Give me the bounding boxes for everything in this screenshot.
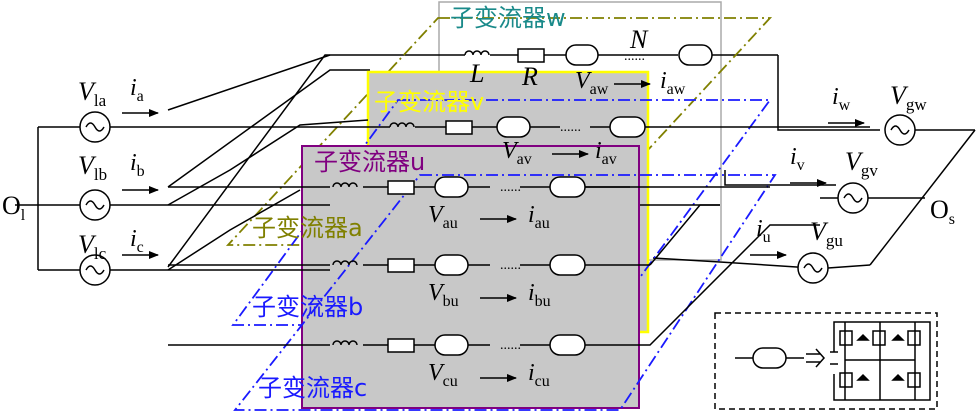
inductor-icon bbox=[332, 182, 358, 188]
converter-u-voltage: Vau bbox=[428, 202, 458, 232]
legend-box bbox=[714, 312, 938, 410]
inductor-icons bbox=[332, 50, 490, 346]
converter-a-title: 子变流器a bbox=[252, 214, 363, 242]
submodule-icon bbox=[549, 176, 586, 198]
resistor-icons bbox=[387, 48, 545, 353]
submodule-icon bbox=[434, 334, 469, 356]
submodule-icons bbox=[434, 44, 713, 356]
converter-u-frame bbox=[301, 145, 640, 409]
converter-w-voltage: Vaw bbox=[575, 68, 609, 98]
wiring-main bbox=[15, 119, 976, 346]
current-w-label: iw bbox=[832, 84, 851, 114]
submodule-icon bbox=[549, 254, 586, 276]
ac-tilde-icons bbox=[85, 122, 910, 275]
current-b-label: ib bbox=[130, 150, 145, 180]
resistor-icon bbox=[387, 180, 415, 195]
inductor-icon bbox=[332, 340, 358, 346]
submodule-icon bbox=[565, 44, 599, 66]
converter-c-plane bbox=[233, 174, 777, 411]
inductor-label: L bbox=[469, 59, 484, 88]
current-v-label: iv bbox=[790, 144, 805, 174]
converter-c-voltage: Vcu bbox=[428, 360, 458, 390]
current-arrows bbox=[122, 80, 865, 382]
converter-w-title: 子变流器w bbox=[450, 4, 566, 32]
full-bridge-icon bbox=[830, 321, 931, 401]
resistor-icon bbox=[517, 48, 545, 63]
converter-v-voltage: Vav bbox=[502, 138, 532, 168]
converter-b-voltage: Vbu bbox=[428, 280, 459, 310]
svg-text:......: ...... bbox=[500, 180, 521, 195]
submodule-icon bbox=[434, 254, 469, 276]
inductor-icon bbox=[332, 260, 358, 266]
source-lb-label: Vlb bbox=[78, 151, 107, 184]
svg-text:......: ...... bbox=[624, 49, 645, 64]
svg-text:......: ...... bbox=[500, 338, 521, 353]
submodule-icon bbox=[752, 347, 787, 369]
resistor-icon bbox=[387, 258, 415, 273]
resistor-icon bbox=[445, 120, 473, 135]
current-c-label: ic bbox=[130, 226, 144, 256]
source-gw-label: Vgw bbox=[890, 81, 927, 114]
converter-c-title: 子变流器c bbox=[258, 374, 367, 402]
svg-text:......: ...... bbox=[500, 258, 521, 273]
converter-u-title: 子变流器u bbox=[314, 148, 425, 176]
converter-u-current: iau bbox=[528, 202, 550, 232]
converter-v-title: 子变流器v bbox=[374, 88, 484, 116]
source-gv-label: Vgv bbox=[845, 147, 878, 180]
converter-b-plane bbox=[231, 99, 772, 326]
inductor-icon bbox=[389, 122, 415, 128]
resistor-label: R bbox=[521, 62, 538, 91]
submodule-icon bbox=[549, 334, 586, 356]
submodule-icon bbox=[678, 44, 713, 66]
resistor-icon bbox=[387, 338, 415, 353]
current-u-label: iu bbox=[756, 216, 771, 246]
submodule-icon bbox=[609, 116, 646, 138]
source-la-label: Vla bbox=[78, 77, 107, 110]
legend-symbol bbox=[735, 321, 931, 401]
source-gu-label: Vgu bbox=[810, 217, 843, 250]
inductor-icon bbox=[464, 50, 490, 56]
implies-arrow-icon bbox=[806, 348, 826, 368]
svg-text:......: ...... bbox=[560, 120, 581, 135]
node-left: Ol bbox=[2, 191, 26, 224]
converter-v-current: iav bbox=[595, 138, 617, 168]
converter-b-current: ibu bbox=[528, 280, 551, 310]
submodule-icon bbox=[496, 116, 531, 138]
count-label: N bbox=[629, 25, 649, 54]
current-a-label: ia bbox=[130, 75, 144, 105]
dots-labels: ...... ...... ...... ...... ...... bbox=[500, 49, 645, 353]
submodule-icon bbox=[434, 176, 469, 198]
wiring-back bbox=[167, 54, 880, 269]
converter-w-current: iaw bbox=[660, 68, 686, 98]
node-right: Os bbox=[930, 195, 955, 228]
converter-c-current: icu bbox=[528, 360, 550, 390]
source-lc-label: Vlc bbox=[78, 230, 107, 263]
converter-b-title: 子变流器b bbox=[252, 293, 363, 321]
